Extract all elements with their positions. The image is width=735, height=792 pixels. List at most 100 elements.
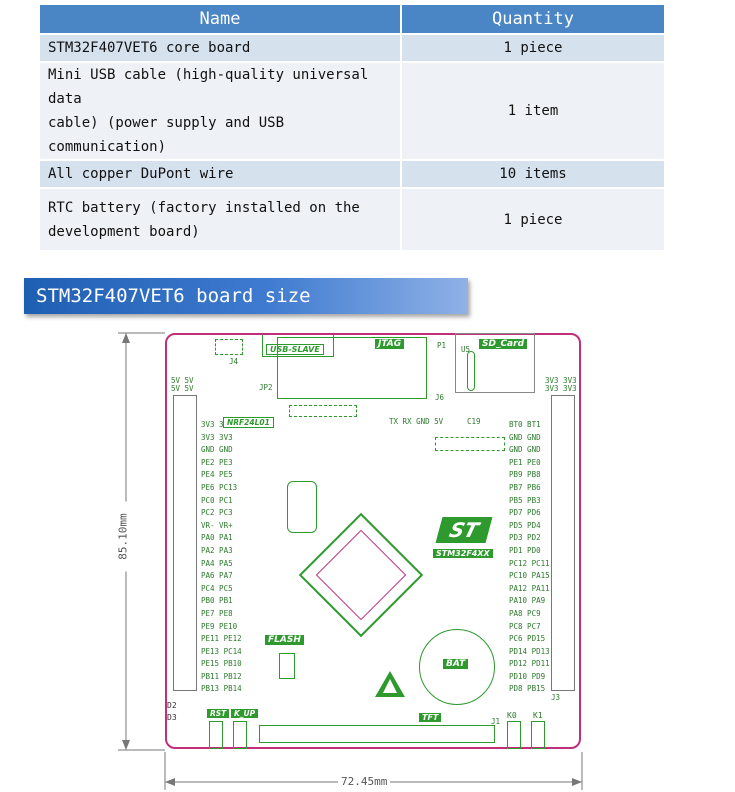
- pin-label: GND GND: [509, 432, 541, 442]
- esd-warning-icon: [375, 671, 405, 697]
- pin-label: PC4 PC5: [201, 583, 233, 593]
- pin-label: PD14 PD13: [509, 646, 550, 656]
- packing-list-table: Name Quantity STM32F407VET6 core board 1…: [40, 5, 664, 250]
- pin-label: 3V3 3V3: [201, 420, 233, 429]
- pin-label: PA12 PA11: [509, 583, 550, 593]
- pin-label: PA0 PA1: [201, 533, 233, 543]
- sd-card-slot: [455, 333, 535, 393]
- pin-label: PE1 PE0: [509, 457, 541, 467]
- pin-label: PB9 PB8: [509, 470, 541, 480]
- table-row: STM32F407VET6 core board 1 piece: [40, 33, 664, 62]
- pin-label: PE13 PC14: [201, 646, 242, 656]
- item-name: All copper DuPont wire: [40, 159, 402, 188]
- pin-label: PE9 PE10: [201, 621, 238, 631]
- pin-label: PC10 PA15: [509, 571, 550, 581]
- j1-label: J1: [491, 717, 501, 726]
- pin-label: PB13 PB14: [201, 684, 242, 694]
- item-name: STM32F407VET6 core board: [40, 33, 402, 62]
- header-name: Name: [40, 5, 402, 34]
- pin-label: PC0 PC1: [201, 495, 233, 505]
- pin-label: PC12 PC11: [509, 558, 550, 568]
- table-row: RTC battery (factory installed on the de…: [40, 187, 664, 250]
- bat-label: BAT: [443, 659, 469, 669]
- pin-label: PD3 PD2: [509, 533, 541, 543]
- pin-label: PD7 PD6: [509, 508, 541, 518]
- pin-label: PC2 PC3: [201, 508, 233, 518]
- pin-label: PE6 PC13: [201, 482, 238, 492]
- uart-pin-label: TX RX GND 5V: [389, 417, 444, 426]
- left-header-strip: [173, 395, 197, 691]
- c19-label: C19: [467, 417, 481, 426]
- pin-label: BT0 BT1: [509, 420, 541, 429]
- crystal-oval: [467, 351, 475, 391]
- st-logo: ST: [435, 517, 493, 543]
- j3-label: J3: [551, 693, 561, 702]
- pin-label: PC8 PC7: [509, 621, 541, 631]
- u5-label: U5: [461, 345, 471, 354]
- pin-label: PA4 PA5: [201, 558, 233, 568]
- flash-label: FLASH: [265, 635, 304, 645]
- k1-button[interactable]: [531, 721, 545, 749]
- pin-label: PE2 PE3: [201, 457, 233, 467]
- right-header-strip: [551, 395, 575, 691]
- pin-label: 3V3 3V3: [201, 432, 233, 442]
- pin-label: PE15 PB10: [201, 659, 242, 669]
- usb-slave-label: USB-SLAVE: [266, 344, 324, 355]
- crystal-y2: [287, 481, 317, 533]
- rst-label: RST: [207, 709, 230, 718]
- pin-label: PD12 PD11: [509, 659, 550, 669]
- pin-label: PB0 PB1: [201, 596, 233, 606]
- item-quantity: 10 items: [401, 159, 664, 188]
- chip-model-label: STM32F4XX: [433, 549, 493, 558]
- section-banner: STM32F407VET6 board size specifications:: [24, 278, 468, 343]
- k1-label: K1: [533, 711, 543, 720]
- pcb-board-outline: USB-SLAVE JTAG P1 U5 SD_Card J4 JP2 J6 5…: [165, 333, 581, 749]
- pin-label: PA10 PA9: [509, 596, 546, 606]
- table-row: All copper DuPont wire 10 items: [40, 159, 664, 188]
- pin-label: PD5 PD4: [509, 520, 541, 530]
- pin-label: PB7 PB6: [509, 482, 541, 492]
- pin-label: PA2 PA3: [201, 545, 233, 555]
- flash-chip: [279, 653, 295, 679]
- sd-card-label: SD_Card: [479, 339, 528, 349]
- j4-header: [215, 339, 243, 355]
- item-quantity: 1 item: [401, 61, 664, 160]
- height-dimension-label: 85.10mm: [116, 501, 130, 572]
- k-up-label: K_UP: [231, 709, 259, 718]
- pin-label: PB11 PB12: [201, 671, 242, 681]
- p1-label: P1: [437, 341, 447, 350]
- pin-label: VR- VR+: [201, 520, 233, 530]
- item-quantity: 1 piece: [401, 33, 664, 62]
- nrf24l01-label: NRF24L01: [223, 417, 274, 428]
- pin-label: PE4 PE5: [201, 470, 233, 480]
- pin-label: PD8 PB15: [509, 684, 546, 694]
- k0-button[interactable]: [507, 721, 521, 749]
- pin-label: PB5 PB3: [509, 495, 541, 505]
- d3-label: D3: [167, 713, 177, 722]
- d2-label: D2: [167, 701, 177, 710]
- table-row: Mini USB cable (high-quality universal d…: [40, 61, 664, 160]
- pin-label: PE11 PE12: [201, 634, 242, 644]
- tft-label: TFT: [419, 713, 442, 722]
- k-up-button[interactable]: [233, 721, 247, 749]
- width-dimension-label: 72.45mm: [338, 775, 391, 788]
- item-name: RTC battery (factory installed on the de…: [40, 187, 402, 250]
- jtag-label: JTAG: [375, 339, 405, 349]
- j6-label: J6: [435, 393, 445, 402]
- pin-label: PC6 PD15: [509, 634, 546, 644]
- rtc-battery-holder: [419, 629, 495, 705]
- pin-label: PA6 PA7: [201, 571, 233, 581]
- pin-label: PA8 PC9: [509, 608, 541, 618]
- resistor-array: [435, 437, 505, 451]
- item-quantity: 1 piece: [401, 187, 664, 250]
- pin-label: PD1 PD0: [509, 545, 541, 555]
- pin-label: PD10 PD9: [509, 671, 546, 681]
- capacitor-row: [289, 405, 357, 417]
- rst-button[interactable]: [209, 721, 223, 749]
- jtag-connector: [277, 337, 427, 399]
- jp2-label: JP2: [259, 383, 273, 392]
